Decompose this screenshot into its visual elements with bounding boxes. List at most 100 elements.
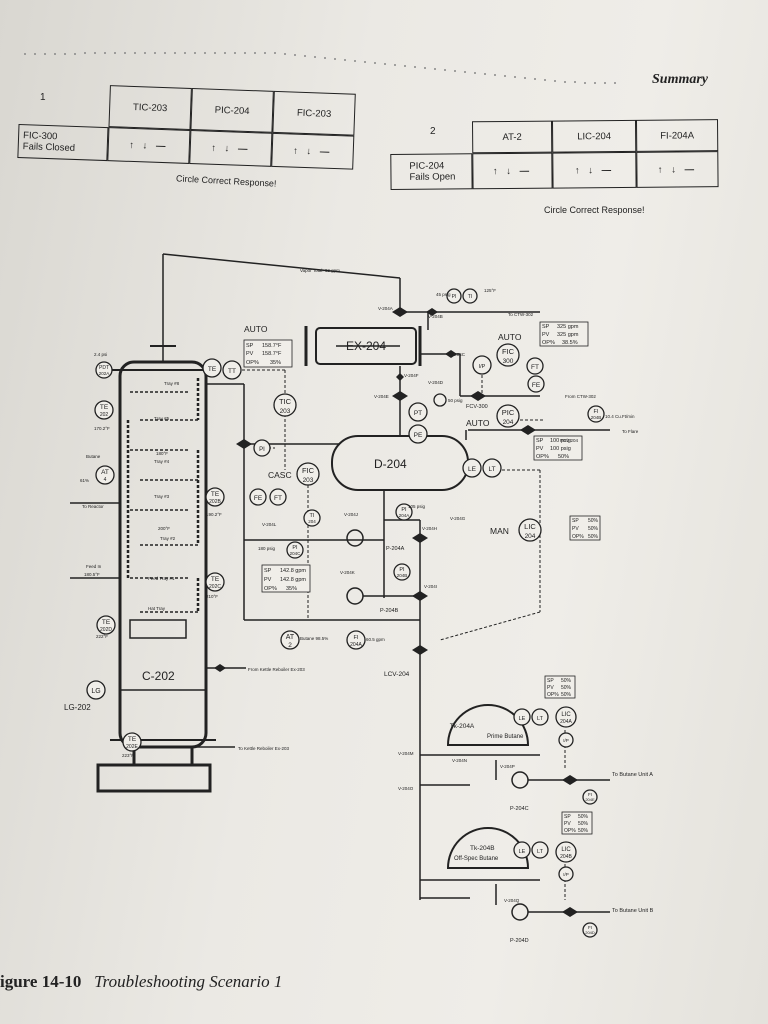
pic204-sp-label: SP [536,438,544,444]
ti-204-bubble [303,509,321,527]
ip204b-label: I/P [563,872,569,877]
fe-label: FE [254,495,263,502]
feed-in-label: Feed In [86,564,102,569]
lic204b-pv: 50% [578,821,589,827]
fic300-label: FIC [502,347,515,356]
fi-label: FI [354,635,359,641]
auto-label-3: AUTO [466,418,490,428]
v204d-label: V-204D [428,380,444,385]
to-kettle-label: To Kettle Reboiler Ex-203 [238,746,290,751]
fi204d-label: FI [588,925,592,930]
lic204-sp: 50% [588,518,599,524]
tic203-pv: 158.7°F [262,351,282,357]
fic300-number: 300 [503,358,514,365]
le-label: LE [468,466,477,473]
casc-label: CASC [268,470,292,480]
v204p-label: V-204P [500,764,515,769]
lic204-op-label: OP% [572,534,584,540]
le-bubble [462,458,482,478]
ft300-label: FT [531,364,539,371]
v204l-label: V-204L [262,522,277,527]
te-202-bubble [94,400,114,420]
le204b-label: LE [519,849,526,855]
lic204a-pv-label: PV [547,685,554,691]
p204b-label: P-204B [380,608,399,614]
lic204a-op-label: OP% [547,692,559,698]
fic300-sp-label: SP [542,324,550,330]
tic203-pv-label: PV [246,351,254,357]
lic-204a-bubble [555,706,577,728]
pump-p204b-body [346,587,364,605]
fic203-op-label: OP% [264,586,277,592]
d204-label: D-204 [374,457,407,471]
lic204a-pv: 50% [561,685,572,691]
v204e-label: V-204E [374,394,389,399]
lic204b-number: 204B [560,854,572,860]
psig50-label: 50 psig [448,398,463,403]
lt-bubble [482,458,502,478]
te202f-label: TE [128,736,137,743]
lic204b-label: LIC [561,847,571,853]
tic-label: TIC [279,397,292,406]
v204i-label: V-204I [424,584,437,589]
v204a-label: V-204A [378,306,393,311]
fi-number: 204A [350,642,362,648]
lic204a-sp: 50% [561,678,572,684]
tank-tk204a [446,704,530,746]
temp200-label: 200°F [158,526,170,531]
lt204a-label: LT [537,716,544,722]
fcv300-label: FCV-300 [466,404,488,410]
table2-note: Circle Correct Response! [544,205,645,215]
temp210-label: 210°F [206,594,218,599]
to-ctw-label: To CTW-302 [508,312,534,317]
butane-pct-label: Butane 98.5% [300,636,328,641]
v204o-label: V-204O [398,786,414,791]
pic204-pv-label: PV [536,446,544,452]
lg-label: LG [91,688,100,695]
at4-number: 4 [104,477,107,483]
butane-at-label: Butane [86,454,101,459]
prime-butane-label: Prime Butane [487,734,524,740]
figure-number: igure 14-10 [0,972,82,991]
tk204b-label: Tk-204B [470,845,495,852]
to-unit-a-label: To Butane Unit A [612,772,653,778]
ti-small-bubble [433,393,447,407]
ip-204a-bubble [558,732,574,748]
ip-204b-bubble [558,866,574,882]
fi-204d-bubble [582,922,598,938]
fic203-pv: 142.8 gpm [280,577,306,583]
valve-symbols [214,307,578,917]
ti-top-label: TI [468,294,472,300]
offspec-label: Off-Spec Butane [454,856,499,862]
lic204b-op-label: OP% [564,828,576,834]
tt-bubble [222,360,242,380]
lic204-pv: 50% [588,526,599,532]
to-reactor-label: To Reactor [82,504,104,509]
pic204-op-label: OP% [536,454,549,460]
fic-203-bubble [296,462,320,486]
v204q-label: V-204Q [504,898,520,903]
lic-204b-bubble [555,841,577,863]
p204d-label: P-204D [510,938,529,944]
pcv204-label: PCV-204 [560,438,579,443]
v204n-label: V-204N [452,758,467,763]
te-202f-bubble [122,732,142,752]
pi204c-label: PI [292,545,298,551]
te202e-label: TE [102,619,111,626]
le204a-label: LE [519,716,526,722]
pi-204a-bubble [395,503,413,521]
ft-label: FT [274,495,282,502]
te-202c-bubble [205,487,225,507]
lic204b-pv-label: PV [564,821,571,827]
te-bubble-1 [202,358,222,378]
lg202-label: LG-202 [64,703,91,712]
p204c-label: P-204C [510,806,529,812]
lic204a-sp-label: SP [547,678,554,684]
dotted-rule [24,52,616,84]
pi-label: PI [259,447,265,453]
at-4-bubble [95,465,115,485]
te202c-label: TE [211,491,220,498]
temp190-label: 190.2°F [206,512,222,517]
exchanger-ex204 [315,327,417,365]
fic-number: 203 [303,477,314,484]
